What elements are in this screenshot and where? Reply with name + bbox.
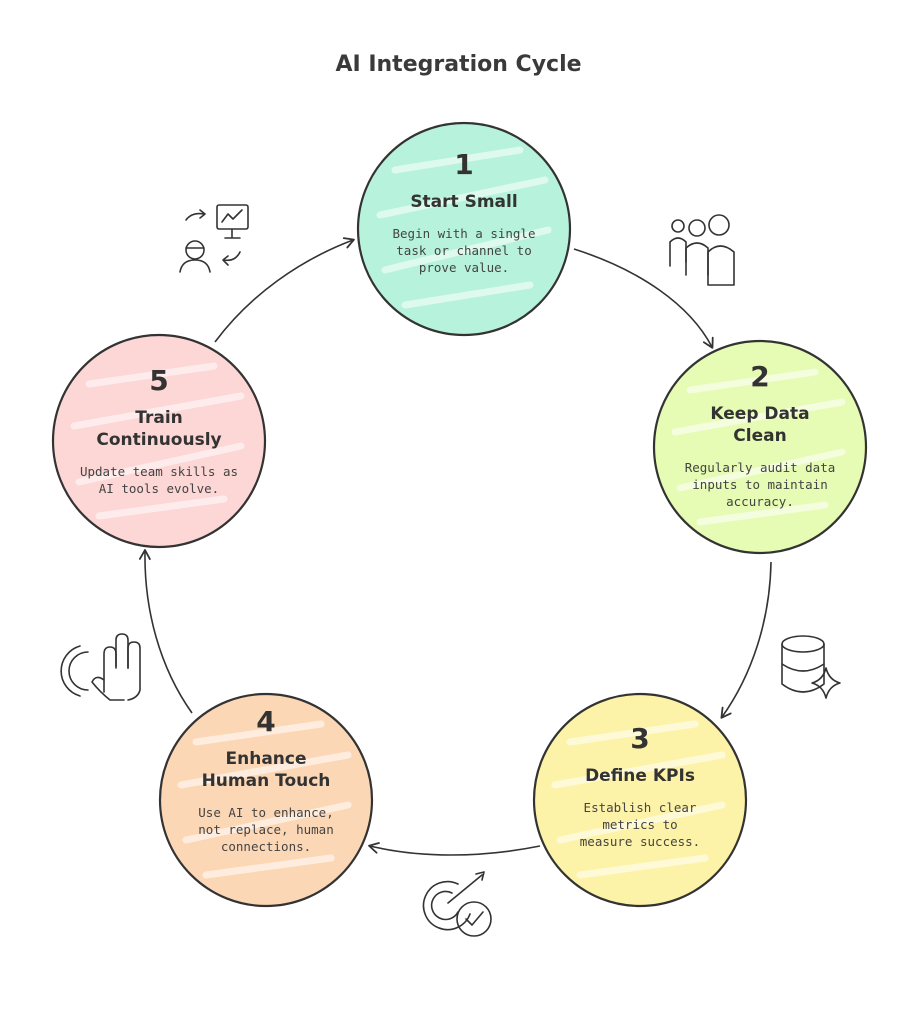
step-3-text: 3 Define KPIs Establish clear metrics to… bbox=[560, 722, 720, 850]
step-circle-3 bbox=[532, 692, 748, 908]
step-circle-2 bbox=[652, 339, 868, 555]
step-3-description: Establish clear metrics to measure succe… bbox=[579, 800, 701, 849]
step-circle-1 bbox=[356, 121, 572, 337]
step-4-description: Use AI to enhance, not replace, human co… bbox=[198, 805, 334, 854]
step-1-description: Begin with a single task or channel to p… bbox=[392, 226, 536, 275]
step-3-number: 3 bbox=[630, 722, 650, 755]
step-2-description: Regularly audit data inputs to maintain … bbox=[684, 460, 836, 509]
step-5-title: Train Continuously bbox=[96, 408, 222, 450]
hand-wave-icon bbox=[60, 633, 141, 701]
diagram-title: AI Integration Cycle bbox=[335, 52, 582, 77]
step-5-description: Update team skills as AI tools evolve. bbox=[79, 464, 239, 496]
arrow-step5-to-step1 bbox=[214, 237, 355, 343]
step-circle-5 bbox=[51, 333, 267, 549]
step-3-title: Define KPIs bbox=[585, 766, 695, 786]
step-1-text: 1 Start Small Begin with a single task o… bbox=[384, 148, 544, 276]
step-2-title: Keep Data Clean bbox=[710, 404, 810, 446]
training-cycle-icon bbox=[179, 204, 249, 273]
database-sparkle-icon bbox=[781, 635, 841, 699]
step-2-number: 2 bbox=[750, 360, 770, 393]
step-circle-4 bbox=[158, 692, 374, 908]
target-check-icon bbox=[422, 871, 492, 937]
step-4-number: 4 bbox=[256, 705, 276, 738]
step-4-text: 4 Enhance Human Touch Use AI to enhance,… bbox=[186, 705, 346, 855]
arrow-step4-to-step5 bbox=[138, 549, 193, 714]
step-5-number: 5 bbox=[149, 364, 169, 397]
arrow-step3-to-step4 bbox=[368, 842, 541, 856]
step-1-number: 1 bbox=[454, 148, 474, 181]
arrow-step2-to-step3 bbox=[720, 561, 772, 719]
step-5-text: 5 Train Continuously Update team skills … bbox=[79, 364, 239, 497]
step-4-title: Enhance Human Touch bbox=[201, 749, 331, 791]
step-2-text: 2 Keep Data Clean Regularly audit data i… bbox=[680, 360, 840, 510]
step-1-title: Start Small bbox=[410, 192, 518, 212]
arrow-step1-to-step2 bbox=[573, 248, 714, 349]
team-icon bbox=[669, 214, 735, 286]
